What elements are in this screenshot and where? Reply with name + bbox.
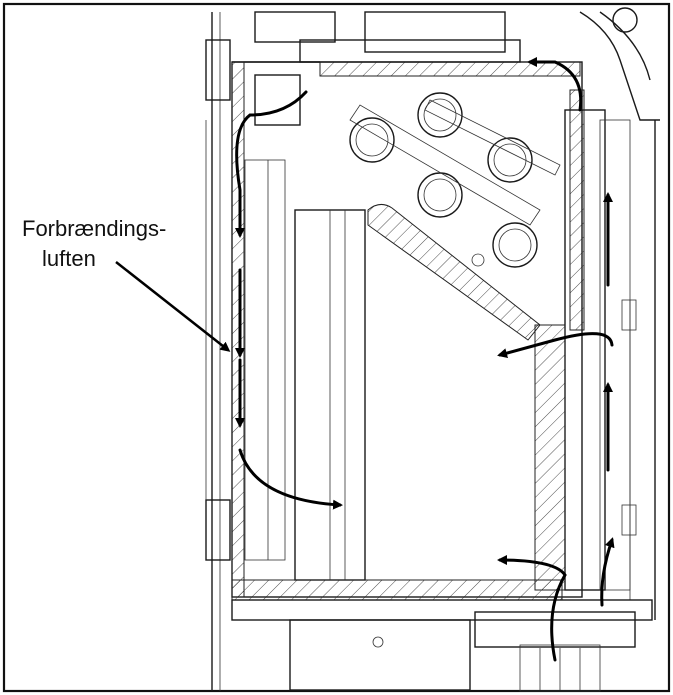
convection-air-arrows — [497, 57, 615, 662]
bottom-grate — [231, 579, 653, 692]
firebox — [231, 61, 585, 598]
heat-exchanger-tubes — [349, 92, 561, 268]
flue-outlet — [579, 7, 660, 121]
baffle-plate — [367, 204, 541, 341]
top-plate — [232, 11, 581, 77]
label-leader-arrow — [115, 261, 231, 352]
rear-convection-panel — [294, 209, 366, 581]
label-line-2: luften — [42, 246, 96, 271]
right-air-channel — [534, 109, 656, 620]
label-line-1: Forbrændings- — [22, 216, 166, 241]
front-door-panel — [205, 12, 231, 691]
combustion-air-arrows — [235, 90, 343, 510]
combustion-air-label: Forbrændings- luften — [22, 216, 231, 352]
